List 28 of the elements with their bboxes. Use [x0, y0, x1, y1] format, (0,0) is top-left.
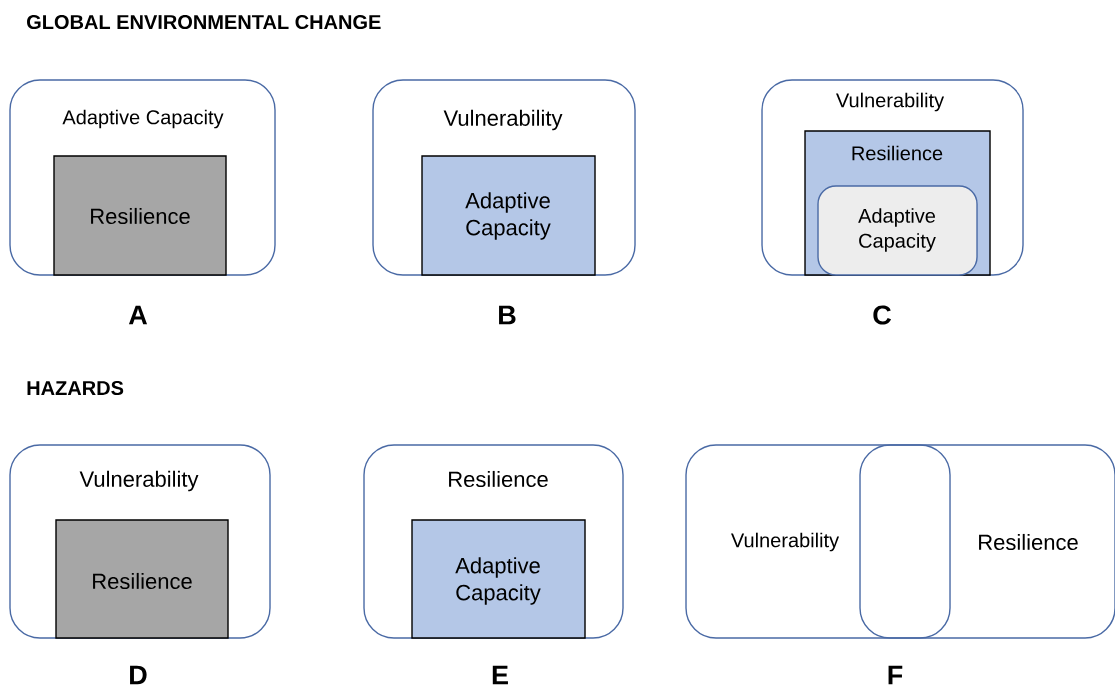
- rounded-box: [685, 444, 951, 639]
- box-label: Resilience: [93, 572, 192, 590]
- square-box: [421, 155, 596, 276]
- box-label: Resilience: [449, 470, 548, 488]
- box-label: Adaptive Capacity: [858, 208, 936, 252]
- panel-letter: C: [873, 305, 891, 325]
- square-box: [411, 519, 586, 639]
- panel-letter: D: [130, 665, 147, 685]
- square-box: [53, 155, 227, 276]
- box-label: Adaptive Capacity: [465, 192, 551, 240]
- panel-letter: A: [128, 305, 148, 325]
- rounded-box: [859, 444, 1115, 639]
- panel-letter: B: [499, 305, 516, 325]
- box-label: Vulnerability: [443, 109, 563, 131]
- box-label: Vulnerability: [836, 92, 945, 112]
- box-label: Resilience: [979, 533, 1078, 551]
- box-label: Vulnerability: [79, 470, 199, 492]
- square-box: [55, 519, 229, 639]
- box-label: Adaptive Capacity: [455, 557, 541, 605]
- box-label: Vulnerability: [731, 532, 840, 552]
- box-label: Resilience: [91, 207, 190, 225]
- rounded-box: [817, 185, 978, 276]
- section-title: HAZARDS: [27, 380, 124, 396]
- box-label: Resilience: [852, 145, 943, 161]
- panel-letter: E: [492, 665, 508, 685]
- panel-letter: F: [888, 665, 903, 685]
- section-title: GLOBAL ENVIRONMENTAL CHANGE: [27, 14, 381, 30]
- box-label: Adaptive Capacity: [62, 109, 224, 129]
